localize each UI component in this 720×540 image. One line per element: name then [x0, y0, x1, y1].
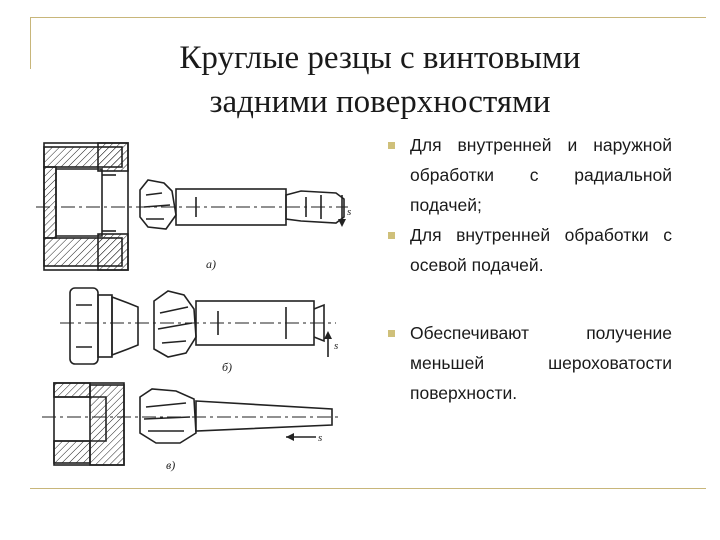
feed-arrow-b-icon [324, 331, 332, 357]
figure-a-radial-cutter [43, 142, 345, 271]
title-line-1: Круглые резцы с винтовыми [179, 40, 581, 76]
bullet-marker-icon [388, 232, 395, 239]
figure-b-axial-cutter [69, 287, 325, 365]
slide-title: Круглые резцы с винтовыми задними поверх… [60, 36, 700, 124]
frame-top-line [30, 17, 706, 18]
bullet-item: Для внутренней обработки с осевой подаче… [388, 220, 672, 280]
figure-c-tapered-cutter [53, 382, 333, 466]
feed-arrow-c-icon [286, 433, 316, 441]
feed-label-c: s [318, 432, 322, 444]
bullet-text: Для внутренней обработки с осевой подаче… [410, 225, 672, 275]
bullet-text: Для внутренней и наружной обработки с ра… [410, 135, 672, 215]
title-line-2: задними поверхностями [209, 84, 551, 120]
bullet-marker-icon [388, 330, 395, 337]
feed-arrow-a-icon [338, 195, 346, 227]
bullet-item: Обеспечивают получение меньшей шероховат… [388, 318, 672, 408]
bullet-text: Обеспечивают получение меньшей шероховат… [410, 323, 672, 403]
bullet-list: Для внутренней и наружной обработки с ра… [388, 130, 672, 408]
figure-caption-a: а) [206, 257, 216, 271]
bullet-marker-icon [388, 142, 395, 149]
feed-label-b: s [334, 340, 338, 352]
bullet-item: Для внутренней и наружной обработки с ра… [388, 130, 672, 220]
figure-caption-b: б) [222, 360, 232, 374]
feed-label-a: s [347, 206, 351, 218]
figure-caption-c: в) [166, 458, 175, 472]
frame-bottom-line [30, 488, 706, 489]
frame-left-line [30, 17, 31, 69]
cutter-technical-drawing: s а) s б) s в) [36, 142, 351, 472]
